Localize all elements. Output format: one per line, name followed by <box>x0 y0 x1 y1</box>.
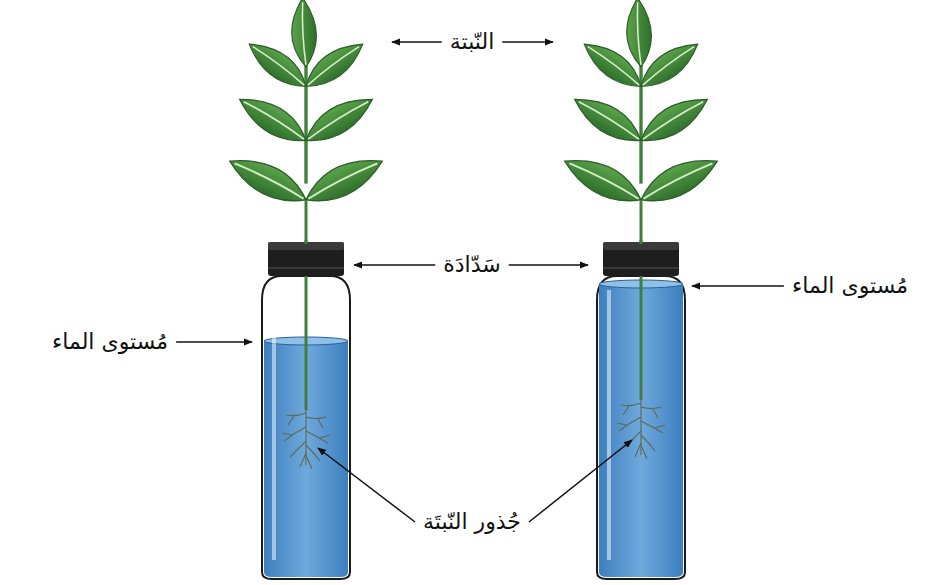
plant-label: النّبتة <box>447 28 498 57</box>
leader-arrow <box>318 448 415 522</box>
leader-arrow <box>502 41 553 43</box>
roots-label: جُذور النّبتَة <box>420 508 524 537</box>
leader-arrow <box>692 285 784 287</box>
water-level-label: مُستوى الماء <box>49 328 171 357</box>
leader-arrow <box>529 440 632 522</box>
leader-arrow <box>354 264 435 266</box>
leader-arrow <box>509 264 588 266</box>
leader-arrow <box>392 41 442 43</box>
stopper-label: سَدّادَة <box>440 251 503 280</box>
leader-arrow <box>176 341 252 343</box>
water-level-label: مُستوى الماء <box>789 272 911 301</box>
